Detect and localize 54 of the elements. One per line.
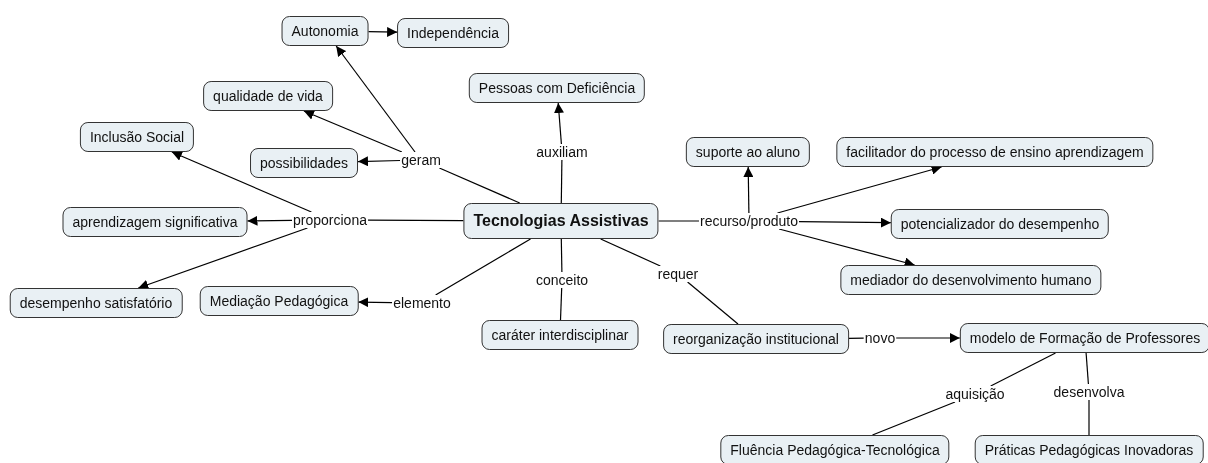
arrow [895, 333, 961, 343]
arrow [137, 227, 308, 290]
connector-line [438, 167, 521, 204]
concept-box: desempenho satisfatório [9, 288, 183, 318]
connector-line [687, 281, 739, 325]
arrow [743, 166, 754, 214]
connector-line [559, 287, 563, 321]
connector-line [1088, 399, 1090, 436]
arrow [246, 215, 293, 226]
concept-box: Inclusão Social [79, 122, 195, 152]
arrow [367, 26, 398, 37]
linking-phrase: geram [400, 152, 442, 168]
concept-box: Mediação Pedagógica [199, 286, 359, 316]
concept-box: Independência [397, 18, 509, 48]
concept-box: facilitador do processo de ensino aprendizagem [836, 137, 1154, 167]
arrow [357, 297, 393, 308]
arrow [798, 217, 892, 228]
connector-line [435, 238, 532, 296]
linking-phrase: proporciona [292, 212, 368, 228]
concept-box: modelo de Formação de Professores [959, 323, 1208, 353]
linking-phrase: requer [656, 266, 700, 282]
linking-phrase: desenvolva [1052, 384, 1126, 400]
arrow [335, 45, 416, 153]
concept-box: reorganização institucional [663, 324, 849, 354]
arrow [171, 151, 312, 213]
connector-line [848, 337, 865, 339]
arrow [357, 156, 401, 167]
linking-phrase: conceito [534, 272, 590, 288]
connector-line [367, 219, 464, 222]
connector-line [600, 238, 661, 267]
concept-box: suporte ao aluno [685, 137, 811, 167]
connector-line [990, 352, 1057, 387]
connector-line [871, 401, 956, 436]
connector-line [658, 220, 700, 222]
arrow [303, 110, 403, 153]
concept-box: aprendizagem significativa [62, 207, 248, 237]
concept-box: caráter interdisciplinar [481, 320, 639, 350]
concept-box: Fluência Pedagógica-Tecnológica [720, 435, 950, 463]
concept-box: potencializador do desempenho [890, 209, 1110, 239]
arrow [554, 102, 564, 145]
linking-phrase: auxiliam [535, 144, 589, 160]
connector-line [1085, 352, 1089, 385]
concept-box: Práticas Pedagógicas Inovadoras [974, 435, 1204, 463]
concept-box: possibilidades [250, 148, 358, 178]
concept-box: Pessoas com Deficiência [468, 73, 646, 103]
connector-line [560, 159, 563, 204]
linking-phrase: recurso/produto [698, 213, 800, 229]
concept-box: mediador do desenvolvimento humano [840, 265, 1102, 295]
concept-box: Autonomia [281, 16, 369, 46]
linking-phrase: aquisição [944, 386, 1006, 402]
main-concept-box: Tecnologias Assistivas [463, 203, 659, 239]
concept-box: qualidade de vida [203, 81, 333, 111]
linking-phrase: elemento [392, 295, 452, 311]
connector-line [560, 238, 563, 273]
